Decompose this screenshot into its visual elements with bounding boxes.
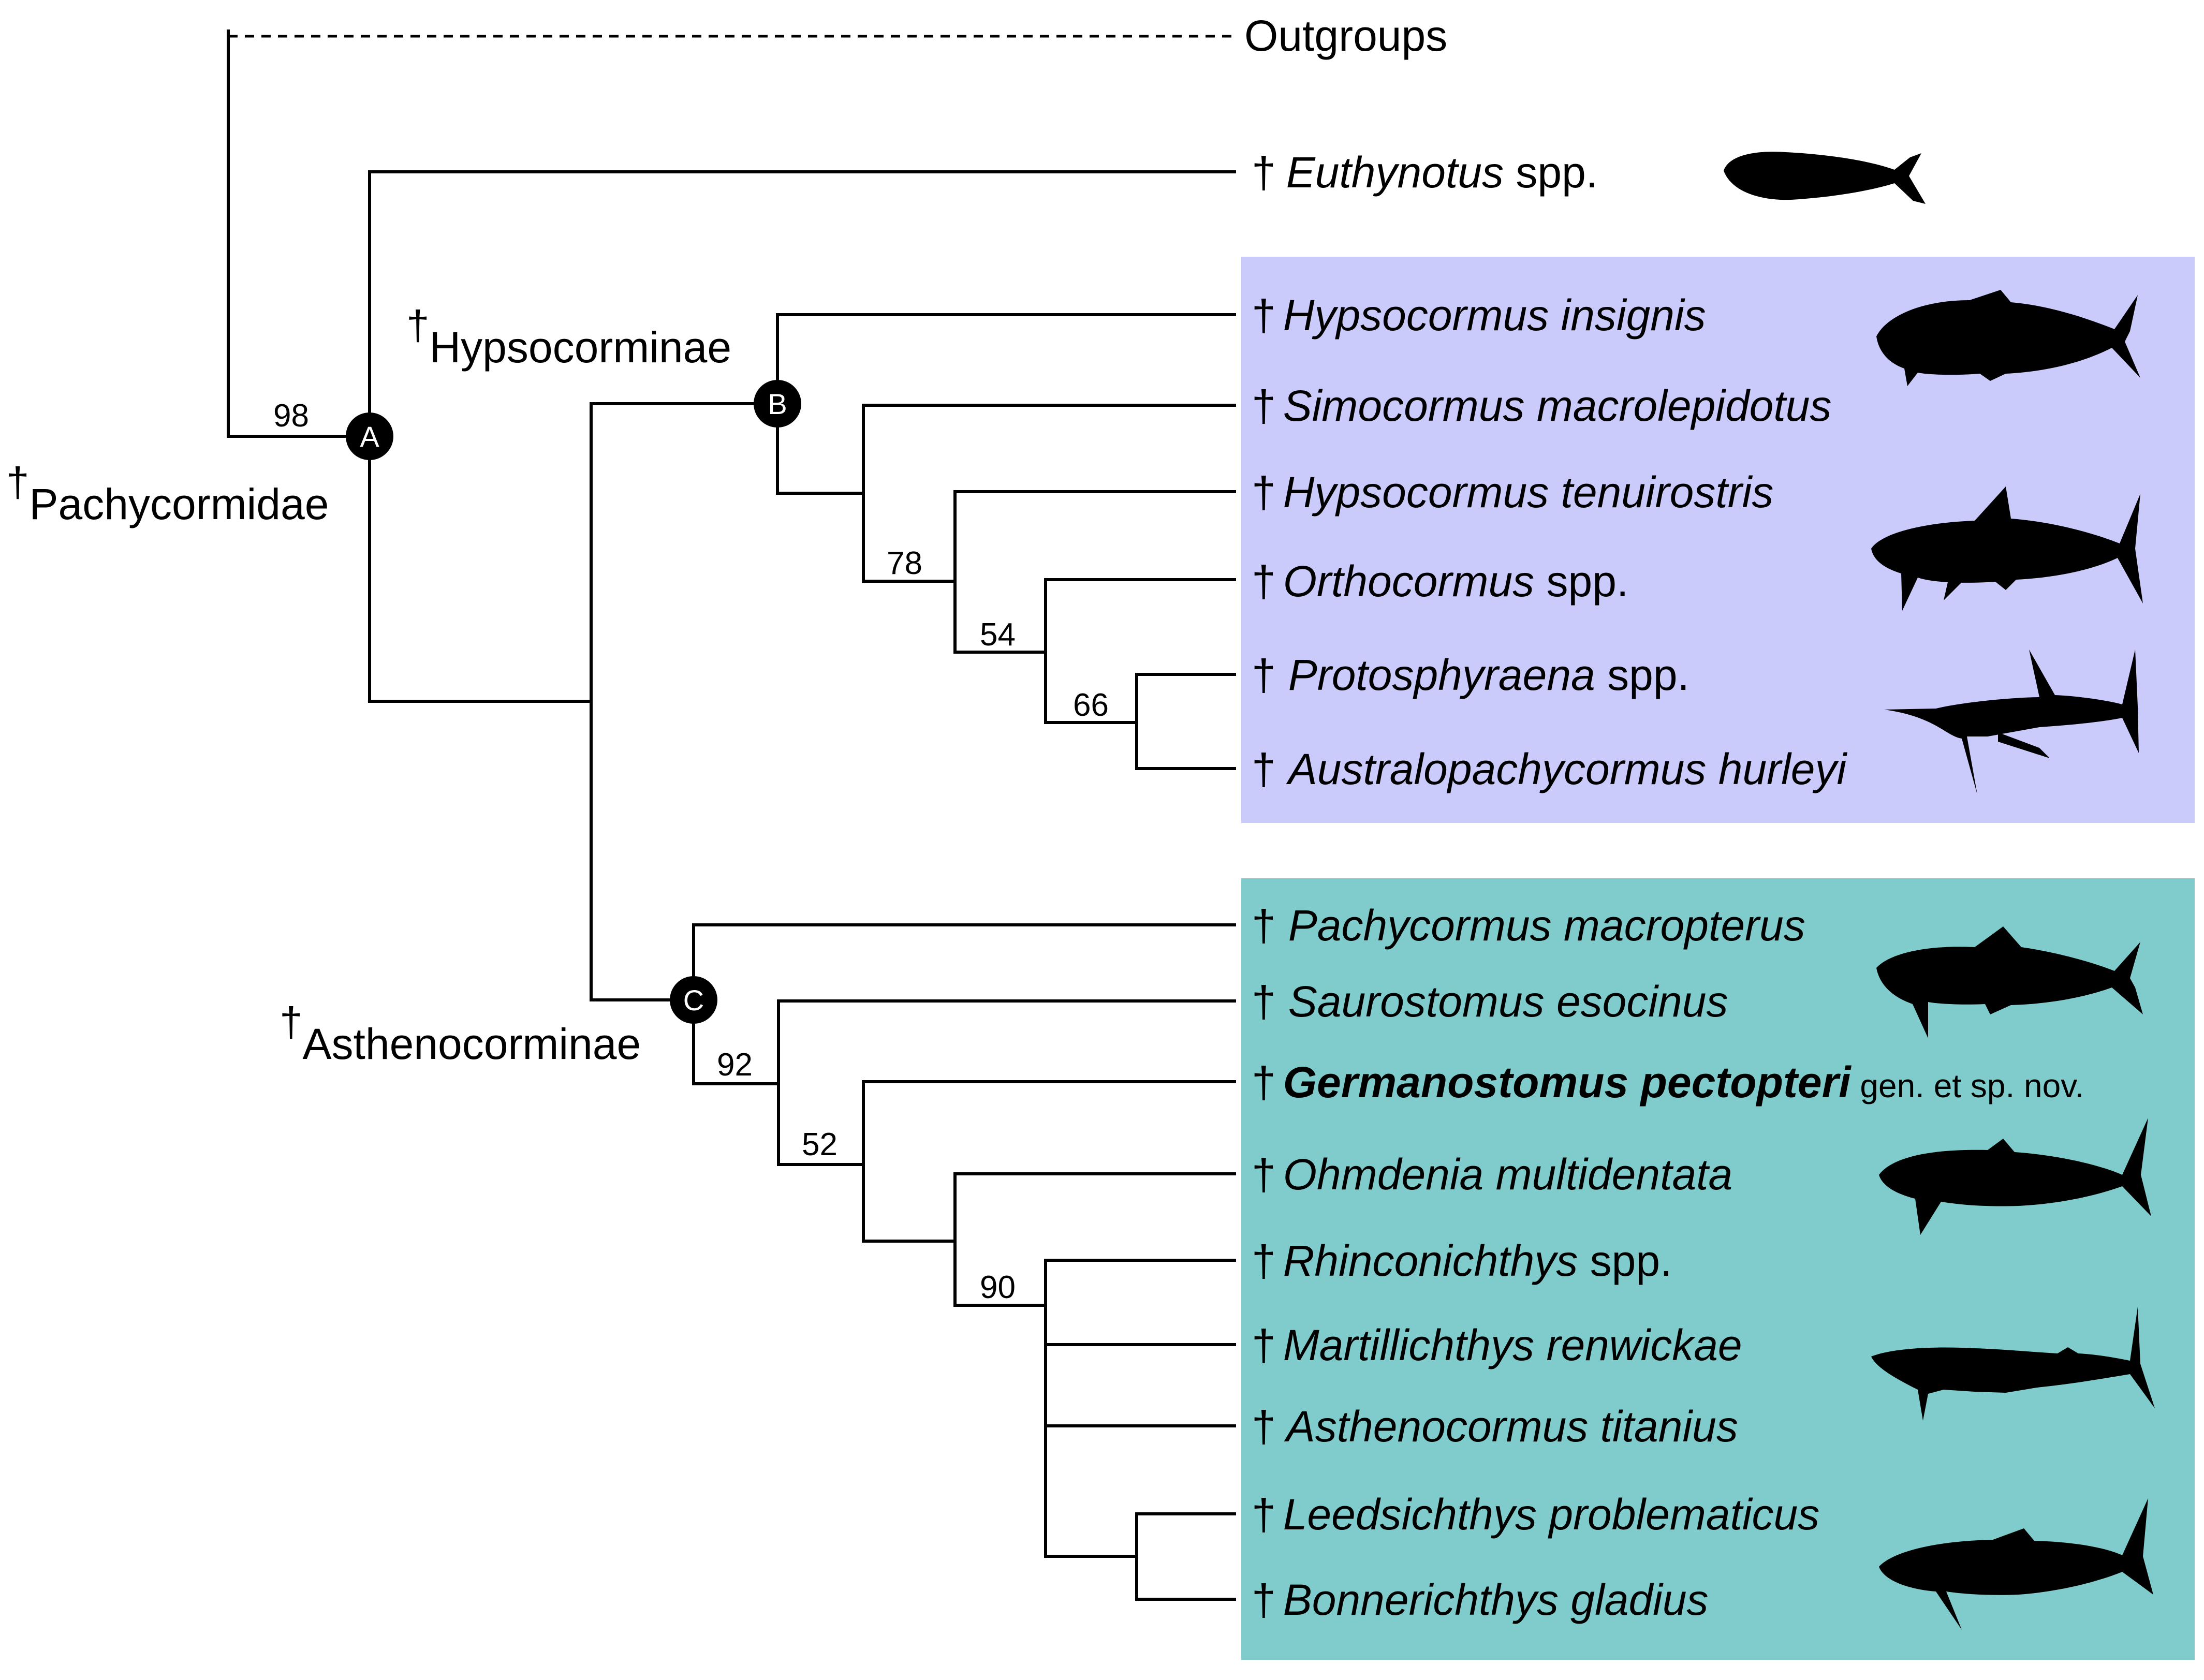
support-value: 92 xyxy=(717,1047,753,1083)
clade-label-hypsocorminae: †Hypsocorminae xyxy=(406,302,731,372)
support-value: 52 xyxy=(802,1127,837,1162)
node-b: B xyxy=(754,380,801,428)
support-value: 54 xyxy=(980,617,1016,653)
taxon-label: †Saurostomus esocinus xyxy=(1252,977,1728,1026)
taxon-label: †Orthocormus spp. xyxy=(1252,557,1628,606)
support-value: 78 xyxy=(887,546,922,581)
node-b-label: B xyxy=(768,388,787,420)
node-a: A xyxy=(346,412,393,460)
taxon-label: †Leedsichthys problematicus xyxy=(1252,1490,1819,1539)
taxon-label: †Hypsocormus tenuirostris xyxy=(1252,468,1773,517)
support-value: 98 xyxy=(273,398,309,434)
taxon-label: †Pachycormus macropterus xyxy=(1252,901,1805,950)
martillichthys-silhouette xyxy=(1871,1307,2155,1421)
taxon-label: †Euthynotus spp. xyxy=(1252,148,1598,197)
ohmdenia-silhouette xyxy=(1879,1118,2151,1235)
taxon-label: †Protosphyraena spp. xyxy=(1252,651,1689,699)
support-value: 66 xyxy=(1073,687,1109,723)
clade-label-pachycormidae: †Pachycormidae xyxy=(6,459,329,528)
protosphyraena-silhouette xyxy=(1884,650,2139,794)
clade-label-asthenocorminae: †Asthenocorminae xyxy=(280,999,641,1068)
taxon-label-new-species: †Germanostomus pectopteri gen. et sp. no… xyxy=(1252,1058,2084,1107)
euthynotus-silhouette xyxy=(1724,152,1926,204)
pachycormus-silhouette xyxy=(1876,926,2143,1038)
taxon-label: †Australopachycormus hurleyi xyxy=(1252,745,1848,793)
asthenocorminae-box xyxy=(1241,878,2195,1660)
taxon-label: †Ohmdenia multidentata xyxy=(1252,1150,1732,1199)
orthocormus-silhouette xyxy=(1871,487,2143,611)
outgroup-branch xyxy=(227,30,1235,438)
taxon-label: †Asthenocormus titanius xyxy=(1252,1402,1738,1451)
outgroups-label: Outgroups xyxy=(1244,11,1447,60)
taxon-label: †Hypsocormus insignis xyxy=(1252,291,1706,340)
support-value: 90 xyxy=(980,1270,1016,1305)
taxon-label: †Martillichthys renwickae xyxy=(1252,1321,1742,1369)
support-values: 98 78 54 66 92 52 90 xyxy=(273,398,1109,1305)
node-c-label: C xyxy=(683,984,704,1016)
taxon-label: †Bonnerichthys gladius xyxy=(1252,1575,1709,1624)
hypsocormus-silhouette xyxy=(1876,290,2140,386)
node-c: C xyxy=(670,976,717,1024)
taxon-label: †Rhinconichthys spp. xyxy=(1252,1236,1672,1285)
node-a-label: A xyxy=(360,420,379,453)
taxon-labels: †Euthynotus spp. †Hypsocormus insignis †… xyxy=(1252,148,2084,1624)
taxon-label: †Simocormus macrolepidotus xyxy=(1252,381,1831,430)
tree-branches xyxy=(368,170,1236,1601)
leedsichthys-silhouette xyxy=(1879,1498,2153,1630)
